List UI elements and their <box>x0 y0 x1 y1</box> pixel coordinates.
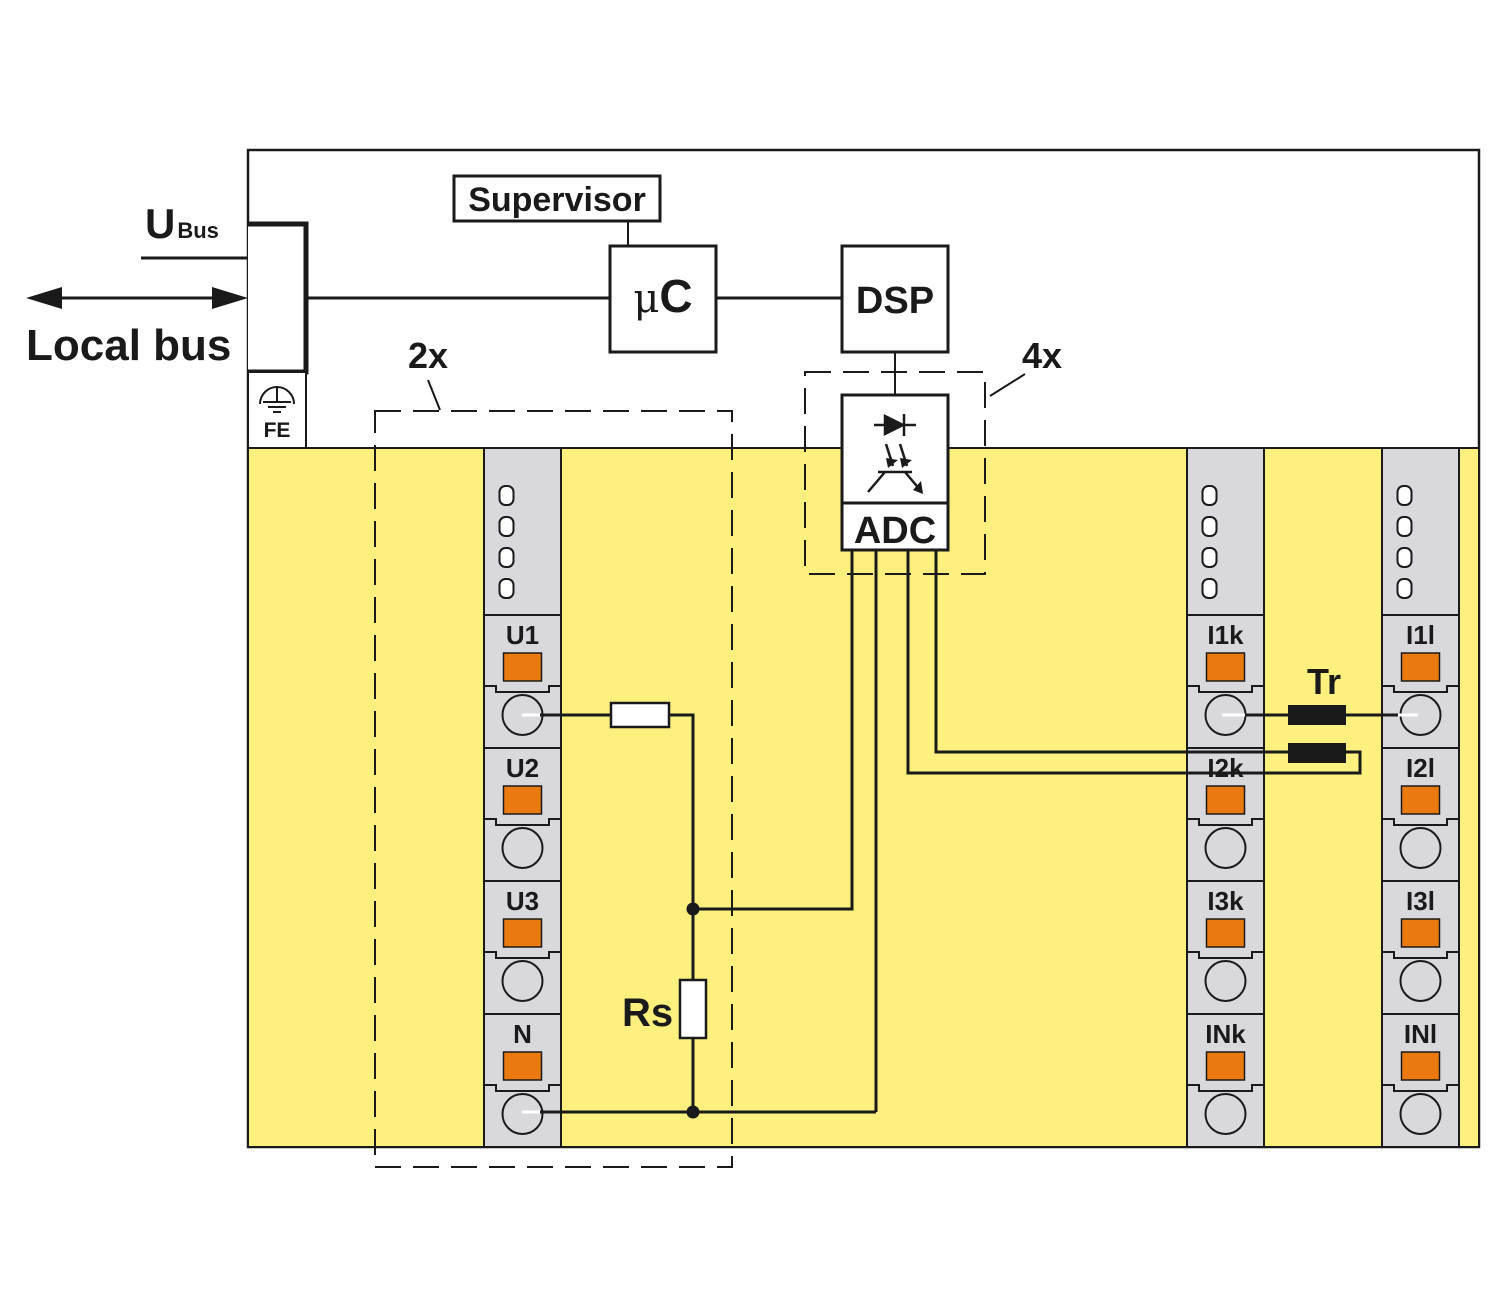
status-led-icon <box>498 578 515 599</box>
status-led-icon <box>1201 485 1218 506</box>
terminal-connection-point[interactable] <box>1204 827 1247 869</box>
terminal-release-marker[interactable] <box>502 652 543 682</box>
voltage-wiring <box>522 550 878 1119</box>
optocoupler-box <box>840 393 950 505</box>
ground-icon <box>259 386 295 413</box>
local-bus-arrow <box>26 287 248 309</box>
terminal-label: N <box>513 1019 532 1049</box>
series-resistor <box>609 701 671 729</box>
adc-label: ADC <box>854 510 936 552</box>
terminal-contour <box>1187 818 1264 826</box>
terminal-contour <box>1187 685 1264 693</box>
terminal-label: INl <box>1404 1019 1437 1049</box>
terminal-release-marker[interactable] <box>1400 1051 1441 1081</box>
junction-dot <box>686 902 700 916</box>
field-area <box>249 448 1478 1146</box>
status-led-icon <box>1201 516 1218 537</box>
count-2x-leader <box>427 379 441 411</box>
terminal-label: I2k <box>1207 753 1244 783</box>
dsp-box <box>840 244 950 354</box>
terminal-contour <box>1187 951 1264 959</box>
status-led-icon <box>498 547 515 568</box>
fe-label: FE <box>264 419 291 442</box>
fe-terminal: FE <box>247 371 307 449</box>
status-led-icon <box>498 516 515 537</box>
status-led-icon <box>1396 578 1413 599</box>
count-4x-label: 4x <box>1022 335 1062 376</box>
status-led-icon <box>1396 547 1413 568</box>
status-led-icon <box>1201 547 1218 568</box>
terminal-connection-point[interactable] <box>1204 960 1247 1002</box>
terminal-release-marker[interactable] <box>1205 785 1246 815</box>
junction-dot <box>686 1105 700 1119</box>
terminal-contour <box>484 1084 561 1092</box>
bus-connector <box>248 221 309 375</box>
terminal-contour <box>1382 1084 1459 1092</box>
supervisor-box <box>452 174 662 223</box>
current-transformer-secondary <box>1288 743 1346 763</box>
terminal-contour <box>484 818 561 826</box>
rs-label: Rs <box>622 991 673 1035</box>
terminal-release-marker[interactable] <box>1400 918 1441 948</box>
terminal-release-marker[interactable] <box>1205 652 1246 682</box>
terminal-connection-point[interactable] <box>501 1093 544 1135</box>
terminal-connection-point[interactable] <box>1399 827 1442 869</box>
terminal-contour <box>484 685 561 693</box>
terminal-release-marker[interactable] <box>502 1051 543 1081</box>
terminal-contour <box>1382 685 1459 693</box>
optocoupler-icon <box>867 413 923 494</box>
adc-box <box>840 501 950 552</box>
current-transformer-primary <box>1288 705 1346 725</box>
terminal-label: I3l <box>1406 886 1435 916</box>
terminal-release-marker[interactable] <box>502 785 543 815</box>
terminal-release-marker[interactable] <box>1205 918 1246 948</box>
tr-label: Tr <box>1307 661 1341 702</box>
dsp-label: DSP <box>856 280 934 322</box>
u-bus-label: UBus <box>145 200 219 247</box>
microcontroller-label: μC <box>633 270 692 322</box>
supervisor-label: Supervisor <box>468 181 646 219</box>
terminal-connection-point[interactable] <box>501 960 544 1002</box>
terminal-contour <box>1382 951 1459 959</box>
terminal-connection-point[interactable] <box>1399 960 1442 1002</box>
count-4x-leader <box>989 373 1026 397</box>
terminal-label: U2 <box>506 753 539 783</box>
terminal-connection-point[interactable] <box>1204 1093 1247 1135</box>
microcontroller-box <box>608 244 718 354</box>
group-4x-outline <box>804 371 986 575</box>
terminal-label: INk <box>1205 1019 1246 1049</box>
terminal-label: I1k <box>1207 620 1244 650</box>
terminal-contour <box>1382 818 1459 826</box>
terminal-label: I3k <box>1207 886 1244 916</box>
status-led-icon <box>1396 485 1413 506</box>
terminal-label: I1l <box>1406 620 1435 650</box>
terminal-release-marker[interactable] <box>502 918 543 948</box>
terminal-connection-point[interactable] <box>1399 1093 1442 1135</box>
terminal-release-marker[interactable] <box>1400 652 1441 682</box>
terminal-label: I2l <box>1406 753 1435 783</box>
terminal-contour <box>1187 1084 1264 1092</box>
status-led-icon <box>498 485 515 506</box>
local-bus-label: Local bus <box>26 321 231 370</box>
terminal-release-marker[interactable] <box>1205 1051 1246 1081</box>
current-wiring <box>906 550 1418 775</box>
status-led-icon <box>1201 578 1218 599</box>
group-2x-outline <box>374 410 733 1168</box>
terminal-label: U1 <box>506 620 539 650</box>
terminal-connection-point[interactable] <box>501 827 544 869</box>
status-led-icon <box>1396 516 1413 537</box>
terminal-release-marker[interactable] <box>1400 785 1441 815</box>
terminal-contour <box>484 951 561 959</box>
terminal-label: U3 <box>506 886 539 916</box>
shunt-resistor <box>678 978 708 1040</box>
count-2x-label: 2x <box>408 335 448 376</box>
